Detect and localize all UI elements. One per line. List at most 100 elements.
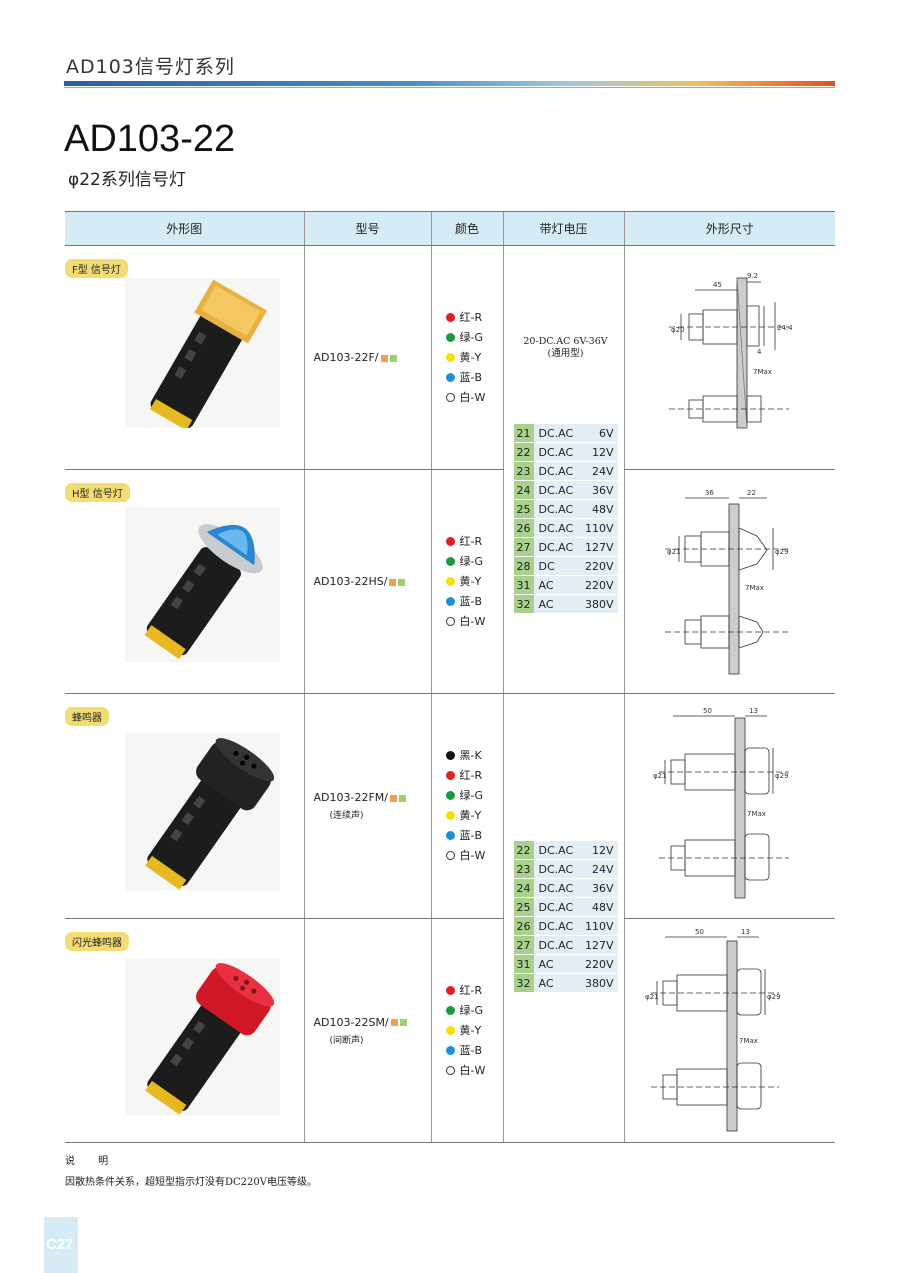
voltage-code: 31 xyxy=(513,575,534,595)
voltage-type: DC.AC xyxy=(533,424,580,443)
green-dot-icon xyxy=(445,556,455,566)
f-type-dimension-drawing: 45 9.2 φ20 24.4 4 7Max xyxy=(668,272,793,429)
dimension-cell: 50 13 φ21 φ29 7Max xyxy=(623,693,835,919)
header-cell: 外形尺寸 xyxy=(623,211,835,246)
voltage-code: 24 xyxy=(513,480,534,500)
voltage-type: DC.AC xyxy=(533,442,580,462)
white-dot-icon xyxy=(445,851,455,860)
table-row: 蜂鸣器 AD103-22FM/ (连续声) 黑-K 红-R 绿-G 黄-Y xyxy=(65,693,835,1143)
color-option: 黑-K xyxy=(445,746,502,766)
page-number: C27 xyxy=(46,1236,74,1253)
color-option: 蓝-B xyxy=(445,826,502,846)
voltage-code: 27 xyxy=(513,935,534,955)
svg-text:9.2: 9.2 xyxy=(747,272,758,280)
svg-text:φ21: φ21 xyxy=(645,993,659,1001)
voltage-code: 22 xyxy=(513,841,534,860)
voltage-value: 110V xyxy=(579,916,618,936)
voltage-type: AC xyxy=(533,575,580,595)
dimension-cell: 50 13 φ21 φ29 7Max xyxy=(623,918,835,1143)
voltage-value: 36V xyxy=(579,878,618,898)
model-code: AD103-22FM/ xyxy=(313,791,388,804)
header-gradient-bar xyxy=(64,81,835,86)
svg-text:φ21: φ21 xyxy=(653,772,667,780)
yellow-dot-icon xyxy=(445,576,455,586)
voltage-type: DC.AC xyxy=(533,841,580,860)
voltage-code: 28 xyxy=(513,556,534,576)
notes-heading: 说 明 xyxy=(65,1156,119,1167)
voltage-value: 12V xyxy=(579,841,618,860)
color-option: 黄-Y xyxy=(445,572,502,592)
orange-square xyxy=(389,794,397,802)
voltage-type: DC.AC xyxy=(533,878,580,898)
flash-buzzer-dimension-drawing: 50 13 φ21 φ29 7Max xyxy=(645,928,780,1132)
red-dot-icon xyxy=(445,536,455,546)
svg-text:φ21: φ21 xyxy=(667,548,681,556)
voltage-value: 36V xyxy=(579,480,618,500)
svg-text:50: 50 xyxy=(695,928,704,936)
voltage-type: AC xyxy=(533,594,580,614)
svg-text:φ29: φ29 xyxy=(775,548,789,556)
h-type-dimension-drawing: 36 22 φ21 φ29 7Max xyxy=(664,489,789,675)
photo-cell: H型 信号灯 xyxy=(65,469,304,694)
voltage-common: 20-DC.AC 6V-36V (通用型) xyxy=(523,336,608,359)
svg-text:13: 13 xyxy=(741,928,750,936)
svg-text:7Max: 7Max xyxy=(745,584,764,592)
voltage-code: 31 xyxy=(513,954,534,974)
svg-text:φ20: φ20 xyxy=(671,326,685,334)
colors-cell: 红-R 绿-G 黄-Y 蓝-B 白-W xyxy=(430,918,503,1143)
dimension-cell: 36 22 φ21 φ29 7Max xyxy=(623,469,835,694)
green-dot-icon xyxy=(445,791,455,800)
color-option: 绿-G xyxy=(445,328,502,348)
color-option: 黄-Y xyxy=(445,348,502,368)
voltage-type: DC xyxy=(533,556,580,576)
voltage-value: 48V xyxy=(579,499,618,519)
model-cell: AD103-22FM/ (连续声) xyxy=(303,693,431,919)
voltage-code: 25 xyxy=(513,499,534,519)
photo-cell: 蜂鸣器 xyxy=(65,693,304,919)
model-code: AD103-22F/ xyxy=(313,351,379,364)
voltage-type: DC.AC xyxy=(533,537,580,557)
type-tag: F型 信号灯 xyxy=(65,259,128,278)
color-option: 红-R xyxy=(445,766,502,786)
model-code: AD103-22SM/ xyxy=(313,1015,389,1029)
voltage-code: 23 xyxy=(513,859,534,879)
header-cell: 颜色 xyxy=(430,211,503,246)
model-cell: AD103-22SM/ (间断声) xyxy=(303,918,431,1143)
voltage-value: 380V xyxy=(579,973,618,993)
page-title: AD103-22 xyxy=(64,118,236,160)
colors-cell: 黑-K 红-R 绿-G 黄-Y 蓝-B 白-W xyxy=(430,693,503,919)
color-option: 绿-G xyxy=(445,1001,502,1021)
color-option: 黄-Y xyxy=(445,1021,502,1041)
green-square xyxy=(398,578,406,586)
svg-text:45: 45 xyxy=(713,281,722,289)
white-dot-icon xyxy=(445,1065,455,1075)
svg-text:4: 4 xyxy=(757,348,762,356)
orange-square xyxy=(380,354,388,362)
voltage-type: DC.AC xyxy=(533,480,580,500)
green-dot-icon xyxy=(445,1005,455,1015)
voltage-value: 24V xyxy=(579,859,618,879)
svg-text:7Max: 7Max xyxy=(753,368,772,376)
voltage-value: 220V xyxy=(579,575,618,595)
color-option: 蓝-B xyxy=(445,592,502,612)
voltage-value: 110V xyxy=(579,518,618,538)
color-option: 红-R xyxy=(445,981,502,1001)
series-title: AD103信号灯系列 xyxy=(66,56,235,78)
yellow-dot-icon xyxy=(445,352,455,362)
table-header-row: 外形图 型号 颜色 带灯电压 外形尺寸 xyxy=(65,211,835,246)
voltage-code: 25 xyxy=(513,897,534,917)
voltage-type: DC.AC xyxy=(533,916,580,936)
h-type-lamp-photo xyxy=(125,507,280,662)
buzzer-dimension-drawing: 50 13 φ21 φ29 7Max xyxy=(653,707,789,899)
model-note: (间断声) xyxy=(329,1035,364,1046)
model-cell: AD103-22HS/ xyxy=(303,469,431,694)
